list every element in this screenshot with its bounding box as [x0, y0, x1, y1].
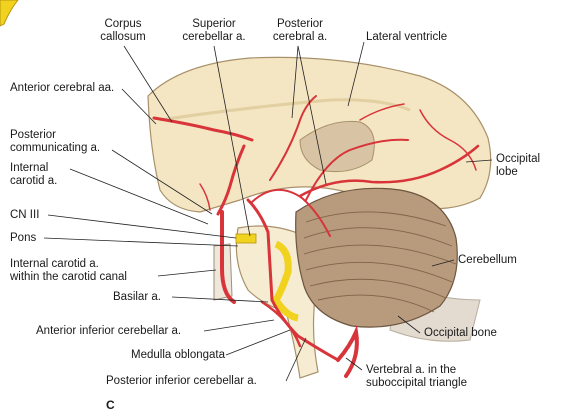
label-internal-carotid: Internal carotid a. [10, 162, 57, 188]
label-corpus-callosum: Corpus callosum [92, 18, 154, 44]
vertebral-line-2: suboccipital triangle [366, 377, 468, 389]
label-basilar: Basilar a. [113, 291, 161, 303]
internal-carotid-canal-line-1: Internal carotid a. [10, 258, 99, 270]
label-occipital-bone: Occipital bone [424, 327, 497, 339]
superior-cerebellar-line-2: cerebellar a. [182, 31, 246, 43]
label-pons: Pons [10, 232, 37, 244]
vertebral-line-1: Vertebral a. in the [366, 364, 457, 376]
label-posterior-communicating: Posterior communicating a. [10, 129, 100, 155]
cerebellum-shape [295, 187, 458, 328]
corpus-callosum-line-1: Corpus [104, 18, 142, 30]
internal-carotid-line-2: carotid a. [10, 175, 58, 187]
label-vertebral: Vertebral a. in the suboccipital triangl… [366, 364, 467, 390]
posterior-cerebral-line-2: cerebral a. [272, 31, 328, 43]
occipital-lobe-line-2: lobe [496, 166, 518, 178]
internal-carotid-line-1: Internal [10, 162, 49, 174]
label-medulla: Medulla oblongata [131, 349, 225, 361]
label-posterior-cerebral: Posterior cerebral a. [262, 18, 338, 44]
posterior-communicating-line-2: communicating a. [10, 142, 101, 154]
cn-iii-shape [235, 233, 257, 244]
nerve-yellow [271, 240, 299, 322]
label-anterior-cerebral: Anterior cerebral aa. [10, 82, 115, 94]
label-superior-cerebellar: Superior cerebellar a. [172, 18, 256, 44]
label-internal-carotid-canal: Internal carotid a. within the carotid c… [10, 258, 127, 284]
corpus-callosum-line-2: callosum [100, 31, 146, 43]
internal-carotid-canal-line-2: within the carotid canal [10, 271, 127, 283]
corpus-callosum-shape [159, 98, 411, 122]
corner-fragment [0, 0, 19, 27]
leader-lines [43, 41, 493, 382]
superior-cerebellar-line-1: Superior [192, 18, 236, 30]
label-occipital-lobe: Occipital lobe [496, 153, 540, 179]
label-lateral-ventricle: Lateral ventricle [366, 31, 448, 43]
panel-letter: C [106, 398, 115, 412]
label-aica: Anterior inferior cerebellar a. [36, 325, 182, 337]
arteries [152, 95, 480, 378]
posterior-cerebral-line-1: Posterior [276, 18, 324, 30]
label-pica: Posterior inferior cerebellar a. [106, 375, 257, 387]
posterior-communicating-line-1: Posterior [10, 129, 57, 141]
thalamus-shape [299, 120, 375, 173]
label-cn-iii: CN III [10, 209, 40, 221]
occipital-lobe-line-1: Occipital [496, 153, 541, 165]
label-cerebellum: Cerebellum [458, 254, 517, 266]
cerebellum-folia [303, 211, 457, 313]
